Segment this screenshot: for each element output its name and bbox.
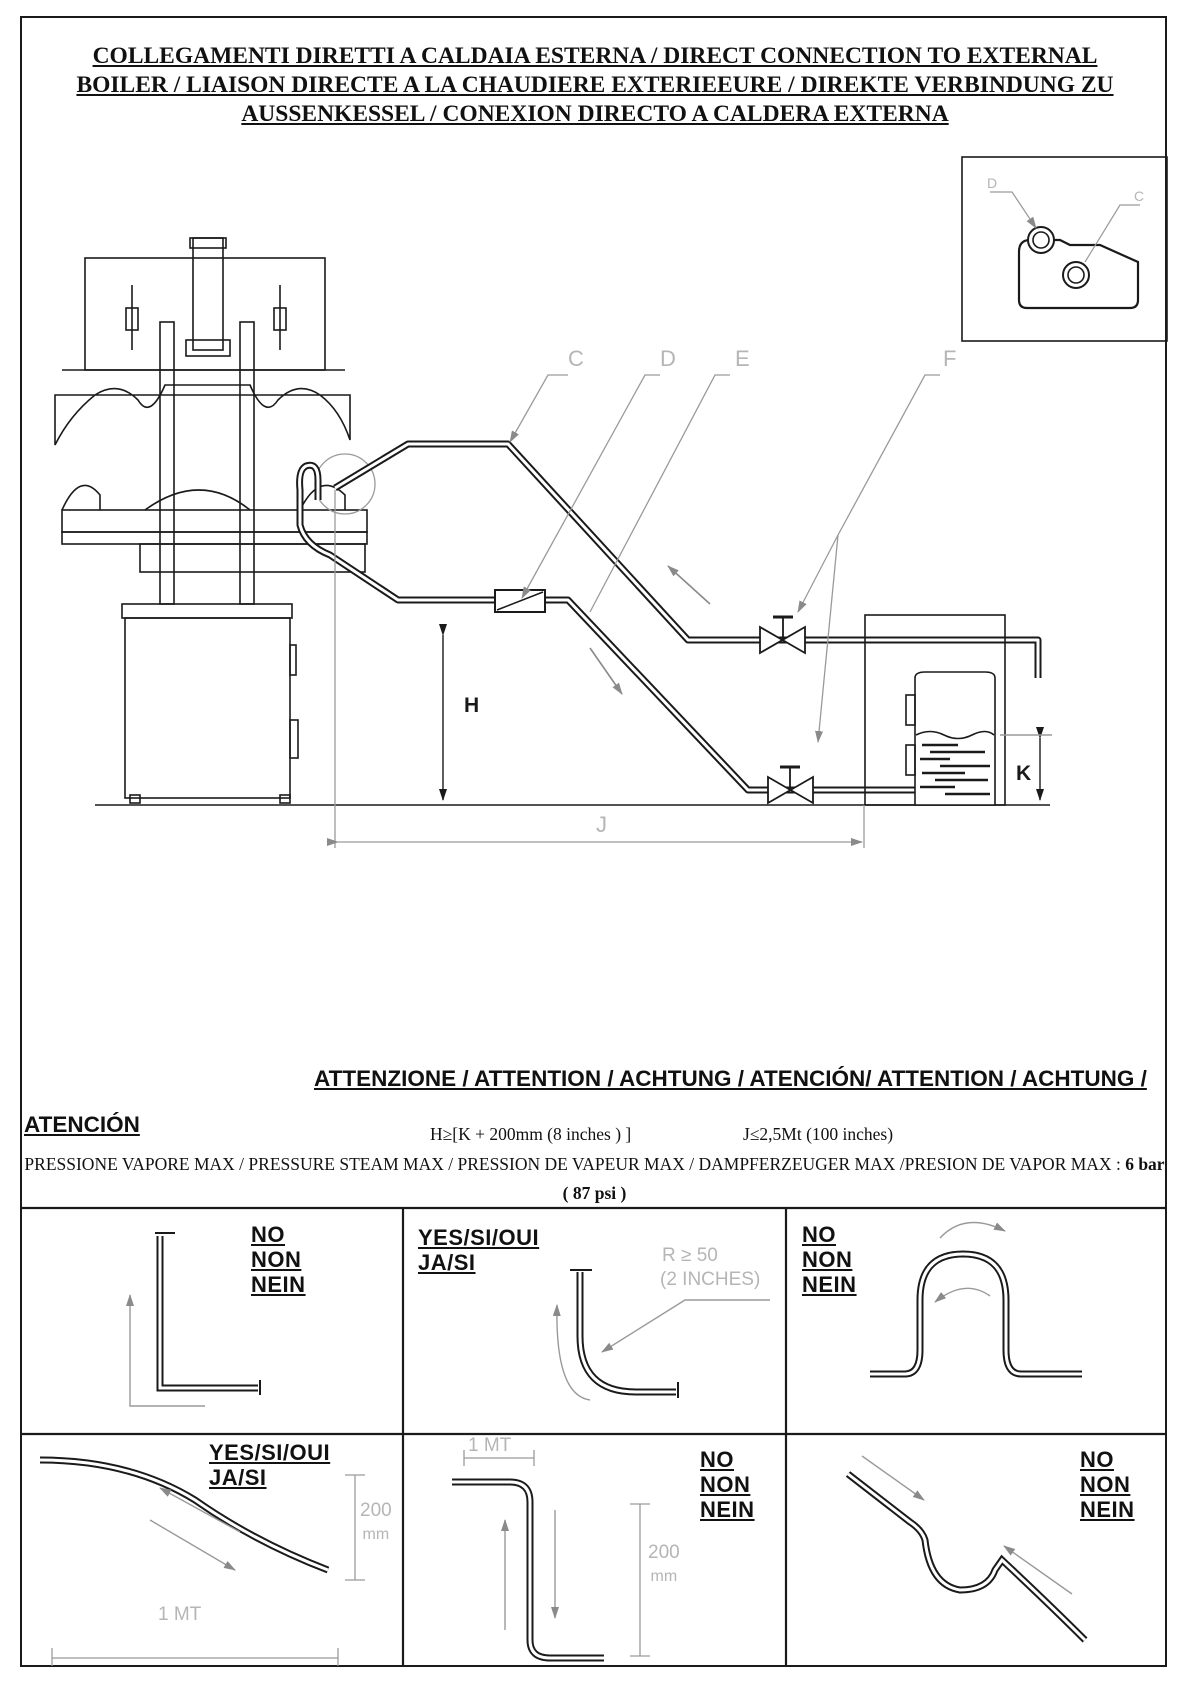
page-frame [20, 16, 1167, 1667]
label-c: C [568, 346, 584, 371]
cell-4-height: 200 mm [360, 1499, 392, 1547]
external-boiler [864, 614, 1006, 806]
machine-drawing [54, 237, 1050, 806]
cell-1-line-3: NEIN [251, 1272, 306, 1297]
cell-3-line-2: NON [802, 1247, 853, 1272]
detail-inset: D C [961, 156, 1168, 342]
cell-6-verdict: NO NON NEIN [1080, 1447, 1135, 1522]
cell-4-height-value: 200 [360, 1500, 392, 1521]
valve-lower [767, 765, 814, 805]
label-e: E [735, 346, 750, 371]
label-f: F [943, 346, 956, 371]
title-line-3: AUSSENKESSEL / CONEXION DIRECTO A CALDER… [241, 101, 949, 127]
cell-1-line-2: NON [251, 1247, 302, 1272]
cell-5-height-value: 200 [648, 1542, 680, 1563]
cell-3-verdict: NO NON NEIN [802, 1222, 857, 1297]
cell-5-line-2: NON [700, 1472, 751, 1497]
pipe-c [333, 440, 1042, 678]
label-j: J [596, 812, 607, 837]
cell-5-length: 1 MT [468, 1435, 512, 1456]
dimensions [439, 624, 1052, 801]
cell-1-line-1: NO [251, 1222, 285, 1247]
cell-6-line-2: NON [1080, 1472, 1131, 1497]
label-k: K [1016, 762, 1031, 785]
cell-5-height: 200 mm [648, 1541, 680, 1589]
formula-h: H≥[K + 200mm (8 inches ) ] [430, 1124, 632, 1144]
attention-heading: ATTENZIONE / ATTENTION / ACHTUNG / ATENC… [24, 1066, 1147, 1137]
formula-j: J≤2,5Mt (100 inches) [743, 1124, 894, 1144]
cell-1-verdict: NO NON NEIN [251, 1222, 306, 1297]
pressure-note: PRESSIONE VAPORE MAX / PRESSURE STEAM MA… [22, 1150, 1167, 1208]
cell-2-line-2: JA/SI [418, 1250, 476, 1275]
cell-5-height-unit: mm [650, 1568, 678, 1585]
cell-4-line-2: JA/SI [209, 1465, 267, 1490]
cell-4-length: 1 MT [158, 1604, 202, 1625]
cell-2-verdict: YES/SI/OUI JA/SI [418, 1225, 539, 1275]
pressure-text: PRESSIONE VAPORE MAX / PRESSURE STEAM MA… [24, 1154, 1121, 1174]
pressure-value: 6 bar ( 87 psi ) [562, 1154, 1165, 1203]
cell-6-drawing [845, 1455, 1088, 1643]
cell-6-line-3: NEIN [1080, 1497, 1135, 1522]
pipe-rules-grid [20, 1206, 1167, 1667]
cell-4-line-1: YES/SI/OUI [209, 1440, 331, 1465]
pipes [296, 440, 1042, 794]
cell-3-line-3: NEIN [802, 1272, 857, 1297]
cell-5-drawing [452, 1450, 650, 1662]
cell-2-radius-value: R ≥ 50 [662, 1245, 718, 1266]
cell-4-height-unit: mm [362, 1526, 390, 1543]
detail-label-c: C [1134, 188, 1144, 204]
cell-3-line-1: NO [802, 1222, 836, 1247]
detail-label-d: D [987, 175, 997, 191]
cell-4-verdict: YES/SI/OUI JA/SI [209, 1440, 330, 1490]
title-line-2: BOILER / LIAISON DIRECTE A LA CHAUDIERE … [76, 72, 1114, 98]
cell-2-radius: R ≥ 50 (2 INCHES) [660, 1244, 761, 1292]
cell-4-drawing [39, 1456, 365, 1666]
cell-5-line-3: NEIN [700, 1497, 755, 1522]
filter [494, 589, 546, 613]
pipe-d [296, 461, 915, 794]
cell-2-drawing [552, 1269, 770, 1401]
label-h: H [464, 694, 479, 717]
valve-upper [759, 615, 806, 655]
title-line-1: COLLEGAMENTI DIRETTI A CALDAIA ESTERNA /… [92, 43, 1098, 69]
leader-lines [509, 374, 940, 743]
cell-6-line-1: NO [1080, 1447, 1114, 1472]
label-d: D [660, 346, 676, 371]
cell-5-line-1: NO [700, 1447, 734, 1472]
cell-3-drawing [870, 1221, 1082, 1378]
cell-2-line-1: YES/SI/OUI [418, 1225, 540, 1250]
page-title: COLLEGAMENTI DIRETTI A CALDAIA ESTERNA /… [20, 42, 1170, 129]
cell-2-radius-sub: (2 INCHES) [660, 1269, 761, 1290]
cell-1-drawing [126, 1232, 261, 1407]
cell-5-verdict: NO NON NEIN [700, 1447, 755, 1522]
